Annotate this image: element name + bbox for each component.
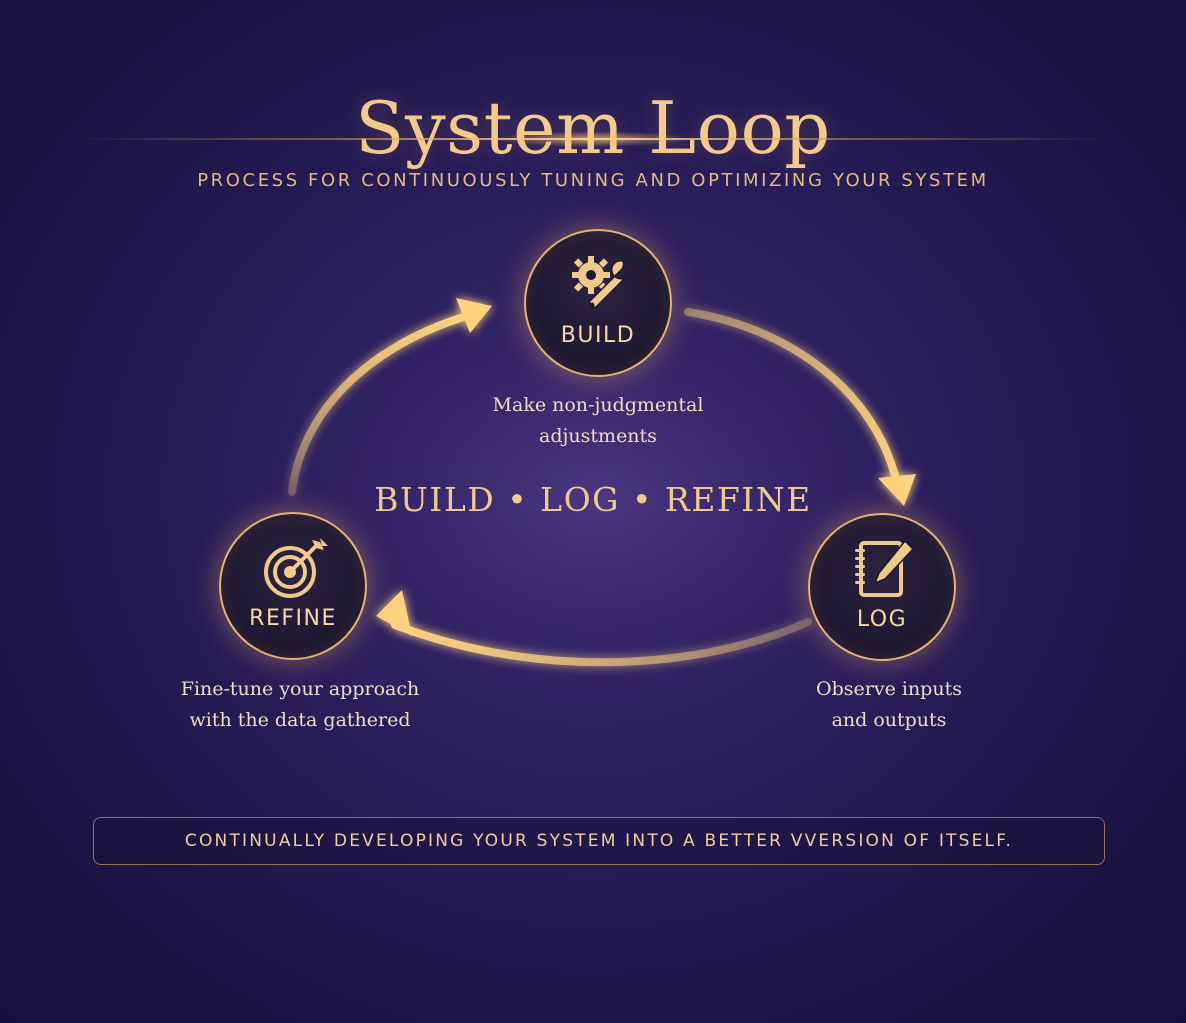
footer-banner: CONTINUALLY DEVELOPING YOUR SYSTEM INTO … xyxy=(93,817,1105,865)
arrow-log-to-refine xyxy=(376,590,812,667)
arrow-build-to-log xyxy=(684,308,916,506)
log-label: LOG xyxy=(856,607,908,632)
footer-text: CONTINUALLY DEVELOPING YOUR SYSTEM INTO … xyxy=(184,831,1014,851)
log-description-line-2: and outputs xyxy=(831,709,947,731)
center-motto: BUILD • LOG • REFINE xyxy=(374,480,812,519)
refine-node: REFINE xyxy=(219,512,367,660)
notebook-pencil-icon xyxy=(855,539,915,597)
log-description-line-1: Observe inputs xyxy=(816,678,962,700)
build-description: Make non-judgmental adjustments xyxy=(448,390,748,452)
refine-description-line-2: with the data gathered xyxy=(189,709,411,731)
build-description-line-1: Make non-judgmental xyxy=(492,394,704,416)
page-title: System Loop xyxy=(355,86,831,171)
target-arrow-icon xyxy=(264,538,328,598)
refine-description-line-1: Fine-tune your approach xyxy=(180,678,420,700)
page-subtitle: PROCESS FOR CONTINUOUSLY TUNING AND OPTI… xyxy=(197,170,989,191)
build-node: BUILD xyxy=(524,229,672,377)
title-divider-glow xyxy=(493,131,693,147)
build-label: BUILD xyxy=(560,323,636,348)
gear-wrench-icon xyxy=(572,256,629,310)
refine-label: REFINE xyxy=(249,606,337,631)
log-node: LOG xyxy=(808,513,956,661)
build-description-line-2: adjustments xyxy=(539,425,657,447)
log-description: Observe inputs and outputs xyxy=(739,674,1039,736)
refine-description: Fine-tune your approach with the data ga… xyxy=(150,674,450,736)
arrow-refine-to-build xyxy=(288,298,492,496)
